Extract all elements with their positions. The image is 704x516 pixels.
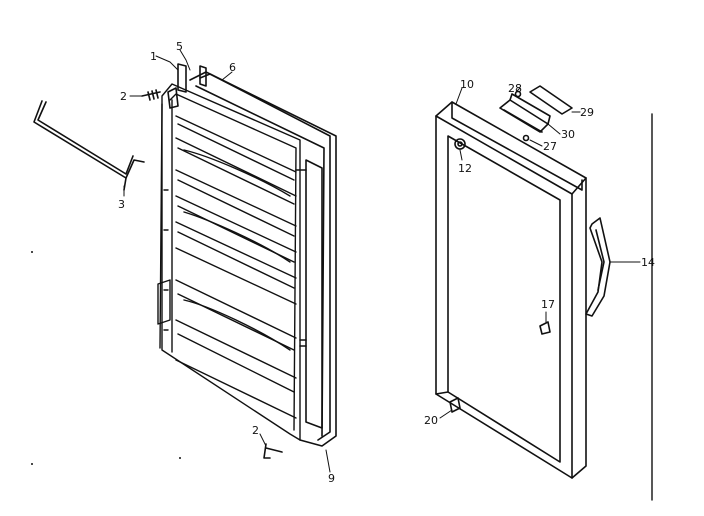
callout-28: 28 <box>508 82 522 95</box>
hinge-bushing-part <box>454 138 466 150</box>
callout-14: 14 <box>641 256 655 269</box>
outer-door-panel <box>435 101 587 479</box>
small-screw-part <box>514 90 530 142</box>
callout-12: 12 <box>458 162 472 175</box>
callout-27: 27 <box>543 140 557 153</box>
leader-lines <box>123 49 641 473</box>
door-gasket-frame <box>189 71 337 447</box>
callout-3: 3 <box>118 198 125 211</box>
callout-9: 9 <box>328 472 335 485</box>
handle-cap-part <box>529 85 573 115</box>
callout-30: 30 <box>561 128 575 141</box>
callout-labels: 1 5 6 2 3 2 9 10 28 29 30 27 12 14 17 20 <box>118 40 655 485</box>
callout-6: 6 <box>229 61 236 74</box>
inner-door-liner <box>157 83 301 441</box>
callout-29: 29 <box>580 106 594 119</box>
screw-bottom-part <box>263 443 283 459</box>
door-stop-part <box>539 321 551 335</box>
side-handle-part <box>585 217 611 317</box>
wire-bar-part <box>33 100 145 191</box>
callout-17: 17 <box>541 298 555 311</box>
callout-2-top: 2 <box>120 90 127 103</box>
scan-specks <box>31 251 181 465</box>
top-hinge-part <box>167 63 207 109</box>
bottom-pin-part <box>449 397 461 413</box>
callout-5: 5 <box>176 40 183 53</box>
screw-top-part <box>141 89 161 101</box>
callout-1: 1 <box>150 50 157 63</box>
callout-20: 20 <box>424 414 438 427</box>
callout-10: 10 <box>460 78 474 91</box>
callout-2-bottom: 2 <box>252 424 259 437</box>
